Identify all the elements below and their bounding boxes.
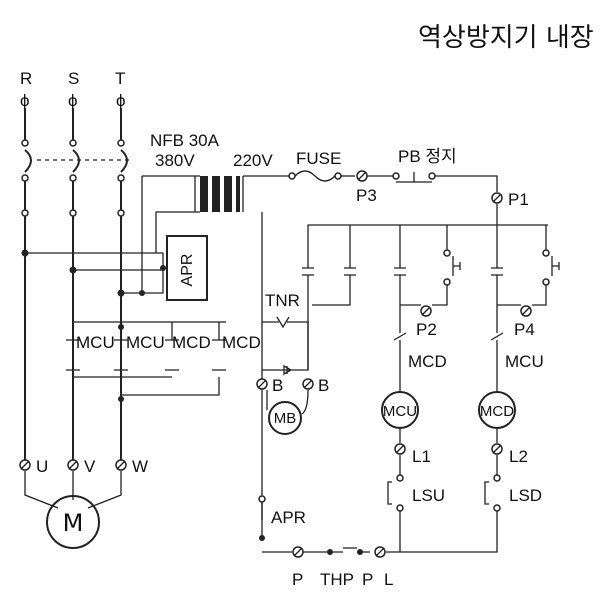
- motor: [46, 495, 100, 549]
- mcu-coil-label: MCU: [383, 403, 417, 420]
- lsd-switch: [484, 481, 489, 505]
- phase-t-symbol: ϕ: [116, 91, 126, 110]
- control-bus: [307, 224, 548, 268]
- diagram-title: 역상방지기 내장: [418, 23, 594, 53]
- lsu-switch: [387, 481, 392, 505]
- motor-label: M: [63, 509, 84, 537]
- lsu-label: LSU: [412, 486, 445, 505]
- contactor-mcd-1: MCD: [172, 333, 211, 352]
- apr-relay: [166, 235, 208, 301]
- fuse: [294, 170, 336, 182]
- apr-relay-label: APR: [179, 254, 196, 287]
- motor-brake: [268, 401, 302, 435]
- phase-s-symbol: ϕ: [68, 91, 78, 110]
- phase-s-label: S: [68, 69, 79, 88]
- terminal-p3-label: P3: [356, 186, 377, 205]
- terminal-p-b-label: P: [362, 570, 373, 589]
- terminal-w-label: W: [132, 457, 148, 476]
- terminal-p2-label: P2: [416, 320, 437, 339]
- mcd-coil-label: MCD: [480, 403, 514, 420]
- terminal-l2-label: L2: [509, 447, 528, 466]
- main-contactors: [66, 321, 226, 371]
- terminal-l1-label: L1: [412, 447, 431, 466]
- transformer-primary-wiring: [141, 175, 200, 293]
- contactor-mcu-2: MCU: [126, 333, 165, 352]
- terminal-p1-label: P1: [508, 190, 529, 209]
- contactor-mcu-1: MCU: [76, 333, 115, 352]
- brake-terminal-2-label: B: [318, 376, 329, 395]
- control-transformer: [194, 176, 244, 212]
- stop-pushbutton: [396, 172, 432, 183]
- rectifier-diode: [262, 345, 309, 376]
- motor-brake-label: MB: [274, 410, 297, 427]
- terminal-thp-label: THP: [320, 570, 354, 589]
- transformer-primary: 380V: [155, 151, 195, 170]
- main-breaker: [21, 108, 130, 217]
- phase-r-label: R: [20, 69, 32, 88]
- mcd-interlock-label: MCD: [408, 352, 447, 371]
- mcd-interlock: [393, 305, 407, 392]
- terminal-p-label: P: [292, 570, 303, 589]
- fuse-label: FUSE: [296, 149, 341, 168]
- terminal-p4-label: P4: [514, 320, 535, 339]
- apr-feed: [73, 253, 164, 294]
- terminal-u-label: U: [36, 457, 48, 476]
- tnr-label: TNR: [265, 291, 300, 310]
- phase-t-label: T: [115, 69, 125, 88]
- terminal-v-label: V: [84, 457, 96, 476]
- stop-pushbutton-label: PB 정지: [398, 147, 457, 166]
- contactor-mcd-2: MCD: [222, 333, 261, 352]
- apr-contact-label: APR: [271, 508, 306, 527]
- thermal-protector: [333, 547, 370, 553]
- phase-r-symbol: ϕ: [20, 91, 30, 110]
- mcu-interlock: [490, 305, 504, 392]
- mcu-interlock-label: MCU: [505, 352, 544, 371]
- transformer-secondary: 220V: [233, 151, 273, 170]
- terminal-l-label: L: [384, 570, 393, 589]
- brake-terminal-1-label: B: [272, 376, 283, 395]
- tnr: [262, 316, 309, 345]
- lsd-label: LSD: [509, 486, 542, 505]
- breaker-rating: NFB 30A: [150, 131, 220, 150]
